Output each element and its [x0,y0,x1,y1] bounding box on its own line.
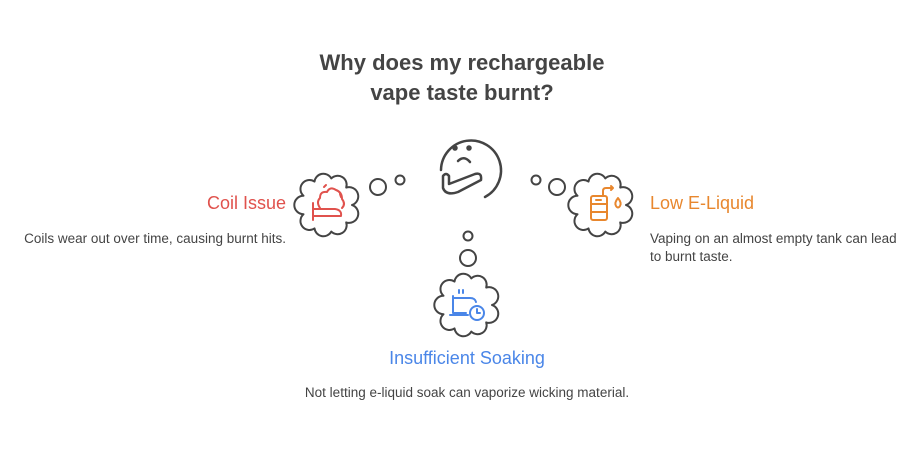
burning-coil-icon [312,184,345,221]
diagram-title: Why does my rechargeable vape taste burn… [262,48,662,108]
cup-clock-icon [449,289,485,321]
thought-bubbles [369,174,566,267]
low-e-liquid-description: Vaping on an almost empty tank can lead … [650,231,897,264]
title-line-1: Why does my rechargeable [319,50,605,75]
coil-issue-heading: Coil Issue [206,193,286,213]
low-e-liquid-heading: Low E-Liquid [650,193,755,213]
insufficient-soaking-description: Not letting e-liquid soak can vaporize w… [304,385,630,400]
cloud-coil [293,172,360,238]
insufficient-soaking-heading: Insufficient Soaking [389,348,545,368]
tank-droplet-icon [590,185,622,221]
cloud-low-e-liquid [567,172,634,238]
cloud-insufficient-soaking [433,272,500,338]
title-line-2: vape taste burnt? [370,80,554,105]
coil-issue-description: Coils wear out over time, causing burnt … [24,231,286,246]
thinking-face-icon [439,139,503,199]
